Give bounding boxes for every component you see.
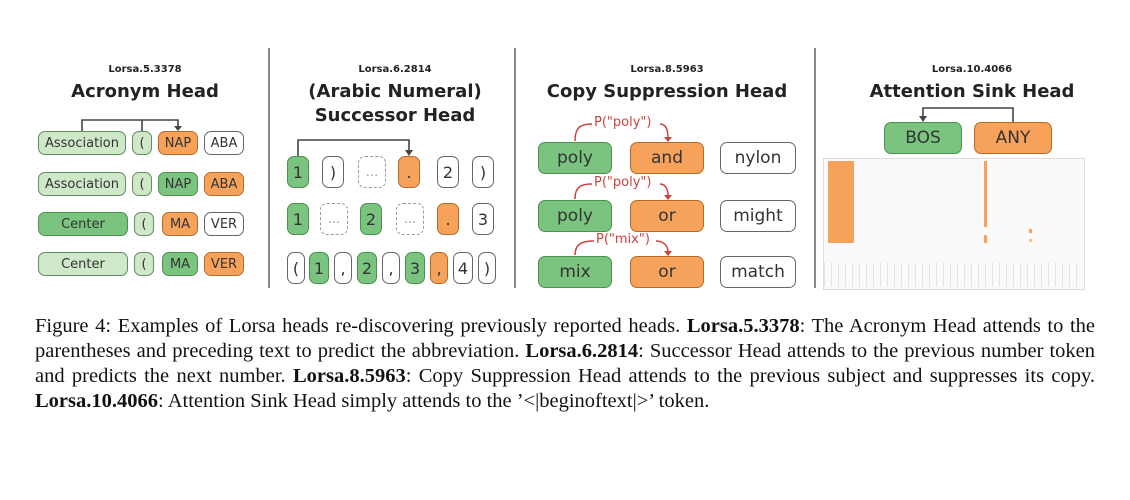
token: 2 <box>357 252 377 284</box>
panel-4-title: Attention Sink Head <box>869 81 1075 102</box>
caption-head-description: The Acronym Head attends to the parenthe… <box>35 315 1096 362</box>
token: ) <box>322 156 344 188</box>
panel-divider <box>814 48 816 288</box>
arrow-head <box>664 137 672 142</box>
figure-caption: Figure 4: Examples of Lorsa heads re-dis… <box>35 315 1096 412</box>
caption-intro: Examples of Lorsa heads re-discovering p… <box>117 315 681 337</box>
token: poly <box>538 200 612 232</box>
arrows-overlay <box>81 107 1014 256</box>
token: , <box>382 252 400 284</box>
token: 3 <box>405 252 425 284</box>
caption-head-description: Copy Suppression Head attends to the pre… <box>418 365 1096 387</box>
token: ... <box>358 156 386 188</box>
attention-heatmap <box>823 158 1085 290</box>
token: VER <box>204 252 244 276</box>
token: match <box>720 256 796 288</box>
heatmap-column-bos <box>828 161 854 243</box>
panel-divider <box>514 48 516 288</box>
panel-2-id: Lorsa.6.2814 <box>358 64 432 75</box>
panel-2-title-line1: (Arabic Numeral) <box>308 81 482 102</box>
caption-head-name: Lorsa.6.2814 <box>525 340 639 362</box>
token: might <box>720 200 796 232</box>
token: ) <box>478 252 496 284</box>
attention-arrow <box>922 107 1014 122</box>
caption-head-name: Lorsa.5.3378 <box>686 315 800 337</box>
caption-head-name: Lorsa.8.5963 <box>292 365 406 387</box>
arrow-head <box>174 126 182 131</box>
token: Center <box>38 212 128 236</box>
token: , <box>334 252 352 284</box>
token: 3 <box>472 203 494 235</box>
token: VER <box>204 212 244 236</box>
arrow-label: P("poly") <box>594 175 652 190</box>
token: Center <box>38 252 128 276</box>
token: MA <box>162 212 198 236</box>
token: 1 <box>309 252 329 284</box>
token: 2 <box>360 203 382 235</box>
token: Association <box>38 131 126 155</box>
token: or <box>630 256 704 288</box>
token: poly <box>538 142 612 174</box>
token: , <box>430 252 448 284</box>
arrow-head <box>405 150 413 156</box>
panel-3-id: Lorsa.8.5963 <box>630 64 704 75</box>
caption-figure-label: Figure 4: <box>35 315 112 337</box>
token: nylon <box>720 142 796 174</box>
token: ANY <box>974 122 1052 154</box>
token: 1 <box>287 203 309 235</box>
token: . <box>398 156 420 188</box>
panel-1-title: Acronym Head <box>71 81 219 102</box>
arrow-head <box>664 195 672 200</box>
arrow-head <box>919 116 927 122</box>
token: 1 <box>287 156 309 188</box>
heatmap-cell <box>984 235 987 243</box>
token: ABA <box>204 131 244 155</box>
token: and <box>630 142 704 174</box>
figure-4: Lorsa.5.3378 Acronym Head Association ( … <box>38 48 1085 290</box>
token: NAP <box>158 131 198 155</box>
token: ... <box>396 203 424 235</box>
token: Association <box>38 172 126 196</box>
token: . <box>437 203 459 235</box>
arrow-head <box>664 251 672 256</box>
arrow-label: P("mix") <box>596 232 650 247</box>
panel-2-title-line2: Successor Head <box>314 105 476 126</box>
token: ABA <box>204 172 244 196</box>
arrow-label: P("poly") <box>594 115 652 130</box>
caption-head-description: Successor Head attends to the previous n… <box>35 340 1096 387</box>
token: or <box>630 200 704 232</box>
token: ( <box>132 172 152 196</box>
panel-3-title: Copy Suppression Head <box>546 81 788 102</box>
token: ( <box>134 252 154 276</box>
token: mix <box>538 256 612 288</box>
attention-arrow <box>297 139 410 156</box>
token: BOS <box>884 122 962 154</box>
caption-head-name: Lorsa.10.4066 <box>35 390 158 412</box>
token: 2 <box>437 156 459 188</box>
panel-1-id: Lorsa.5.3378 <box>108 64 182 75</box>
token: ( <box>287 252 305 284</box>
token: ) <box>472 156 494 188</box>
token: ... <box>320 203 348 235</box>
panel-4-id: Lorsa.10.4066 <box>931 64 1013 75</box>
panel-divider <box>268 48 270 288</box>
token: MA <box>162 252 198 276</box>
token: ( <box>134 212 154 236</box>
token: NAP <box>158 172 198 196</box>
token: ( <box>132 131 152 155</box>
caption-head-description: Attention Sink Head simply attends to th… <box>167 390 710 412</box>
heatmap-column-any <box>984 161 987 227</box>
attention-arrow <box>81 119 179 131</box>
token: 4 <box>453 252 473 284</box>
heatmap-axis-ticks <box>824 263 1082 287</box>
suppression-arrow <box>574 123 669 256</box>
heatmap-cell <box>1029 229 1032 233</box>
heatmap-cell <box>1029 239 1032 242</box>
